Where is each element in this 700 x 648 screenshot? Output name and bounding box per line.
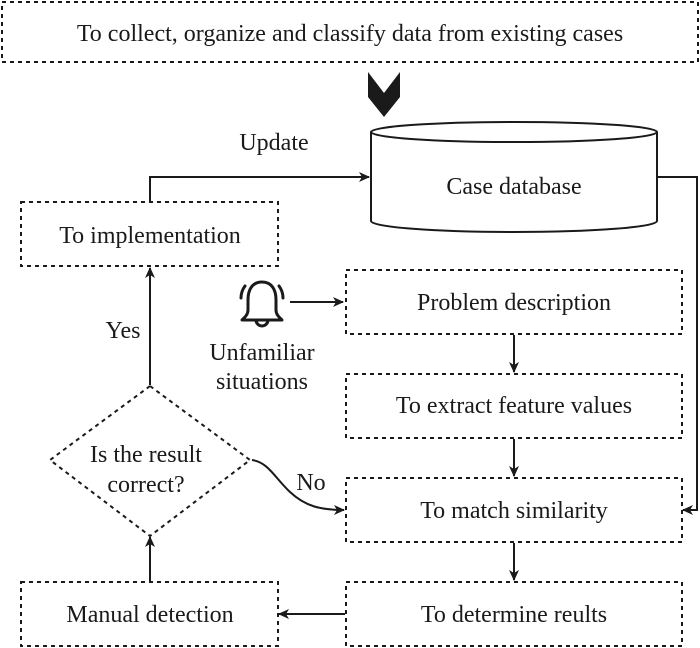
node-database-label: Case database [446,174,581,200]
node-extract-label: To extract feature values [396,393,632,419]
node-match: To match similarity [345,477,683,543]
node-match-label: To match similarity [420,498,608,524]
node-implementation-label: To implementation [59,223,241,249]
node-manual: Manual detection [20,581,279,647]
unfamiliar-label-line2: situations [216,369,308,395]
node-determine-label: To determine reults [421,602,607,628]
node-problem-label: Problem description [417,290,611,316]
node-manual-label: Manual detection [66,602,233,628]
node-collect: To collect, organize and classify data f… [1,1,699,63]
node-extract: To extract feature values [345,373,683,439]
edge-update [149,172,370,202]
update-label: Update [239,130,308,156]
node-database: Case database [370,121,658,233]
unfamiliar-label-line1: Unfamiliar [209,340,314,366]
chevron-down-icon [368,72,400,117]
node-implementation: To implementation [20,201,279,267]
bell-icon [239,280,285,328]
node-decision-label-line2: correct? [107,472,184,498]
no-label: No [296,470,325,496]
node-determine: To determine reults [345,581,683,647]
node-problem: Problem description [345,269,683,335]
node-collect-label: To collect, organize and classify data f… [77,21,623,47]
yes-label: Yes [106,318,141,344]
node-decision-label-line1: Is the result [90,442,202,468]
node-decision: Is the result correct? [48,384,252,538]
edge-database-to-match [657,176,698,515]
edge-no [251,459,345,515]
